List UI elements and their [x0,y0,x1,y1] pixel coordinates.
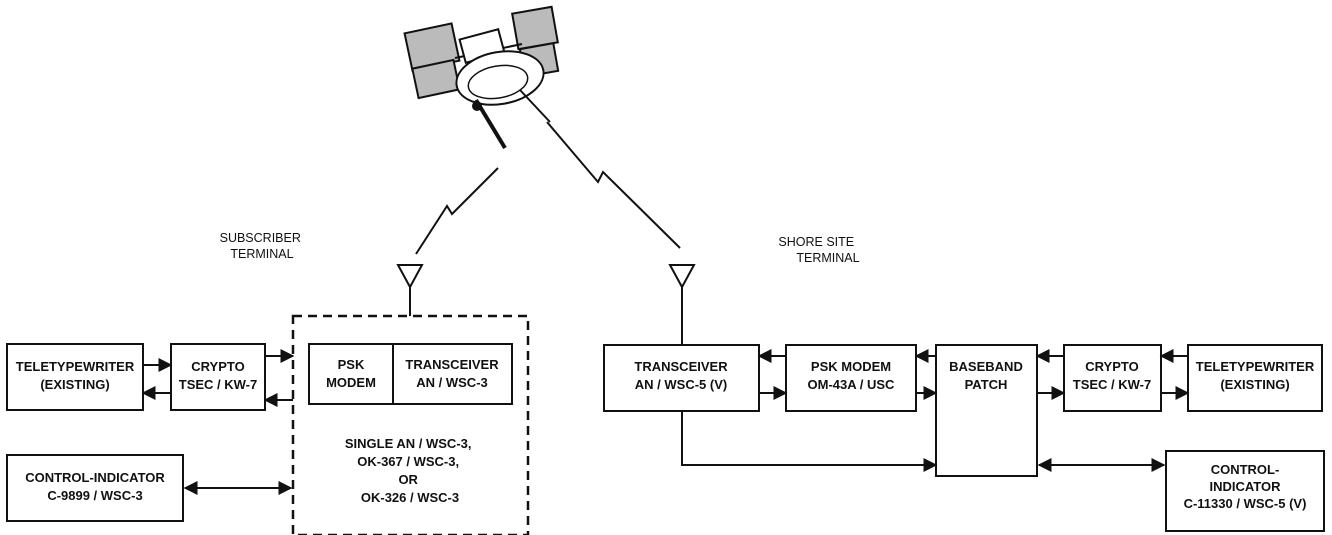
svg-text:TELETYPEWRITER(EXISTING): TELETYPEWRITER(EXISTING) [1196,359,1315,392]
shore-heading: SHORE SITE TERMINAL [778,235,859,265]
uplink-shore [546,121,681,249]
svg-text:TELETYPEWRITER(EXISTING): TELETYPEWRITER(EXISTING) [16,359,135,392]
uplink-subscriber [415,167,499,255]
subscriber-teletypewriter-box: TELETYPEWRITER(EXISTING) [6,343,144,411]
shore-teletypewriter-box: TELETYPEWRITER(EXISTING) [1187,344,1323,412]
transceiver-to-patch-line [681,411,938,472]
shore-antenna-icon [668,264,696,345]
subscriber-options-text: SINGLE AN / WSC-3, OK-367 / WSC-3, OR OK… [345,436,475,505]
subscriber-antenna-icon [396,264,424,316]
subscriber-terminal-enclosure [291,314,530,535]
subscriber-heading: SUBSCRIBER TERMINAL [220,231,305,261]
satellite-icon [403,5,560,150]
